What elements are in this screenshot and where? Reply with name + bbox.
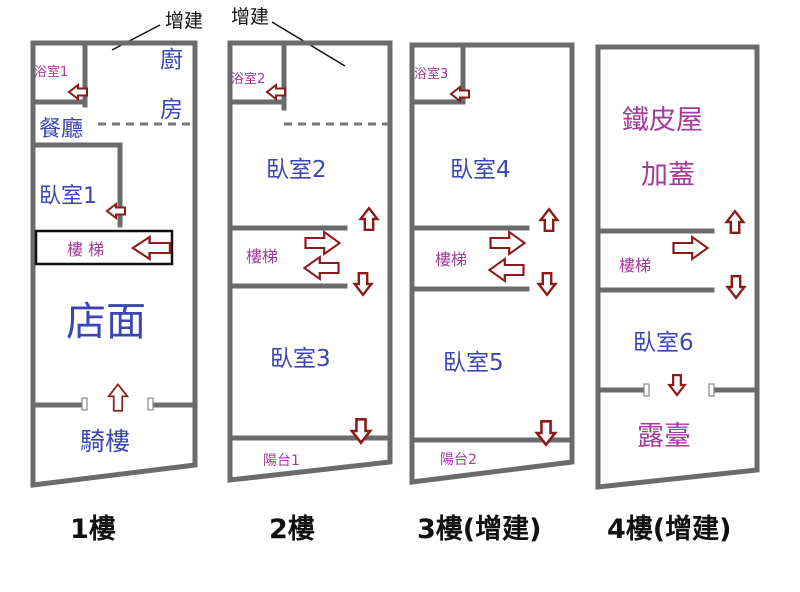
door-post: [643, 383, 650, 397]
addition-label-2: 增建: [231, 6, 269, 28]
arrow-up-icon: [107, 383, 129, 412]
room-label-shop: 店面: [66, 299, 146, 345]
room-label-balcony-2: 陽台2: [440, 452, 477, 468]
room-label-kitchen-2: 房: [160, 97, 183, 123]
room-label-bath-1: 浴室1: [34, 64, 68, 80]
arrow-left-icon: [303, 255, 340, 281]
arrow-right-icon: [304, 230, 341, 256]
arrow-down-icon: [353, 272, 373, 296]
room-label-bath-2: 浴室2: [231, 71, 265, 87]
arrow-left-icon: [488, 257, 525, 283]
arrow-up-icon: [539, 207, 559, 233]
bedroom-1-walls: [30, 142, 123, 228]
door-post: [81, 397, 88, 411]
floor-3-outline: [409, 42, 575, 485]
floor-2-outline: [227, 40, 393, 483]
floor-1-outline: [30, 40, 198, 488]
floor-1-plan: 浴室1 廚 房 餐廳 臥室1 樓 梯 店面 騎樓: [30, 40, 198, 488]
room-label-stairs: 樓 梯: [67, 240, 104, 259]
room-label-bedroom-4: 臥室4: [450, 157, 511, 183]
room-label-bath-3: 浴室3: [414, 66, 448, 82]
door-post: [147, 397, 154, 411]
room-label-bedroom-1: 臥室1: [39, 184, 97, 209]
room-label-stairs: 樓梯: [619, 256, 651, 275]
room-label-bedroom-5: 臥室5: [443, 350, 504, 376]
addition-pointer-1: [111, 24, 161, 51]
room-label-bedroom-2: 臥室2: [266, 157, 327, 183]
arrow-right-icon: [672, 235, 709, 261]
room-label-bedroom-3: 臥室3: [270, 346, 331, 372]
arrow-right-icon: [489, 230, 526, 256]
floor-4-plan: 鐵皮屋 加蓋 樓梯 臥室6 露臺: [595, 44, 760, 490]
arrow-left-icon: [450, 86, 470, 102]
room-label-arcade: 騎樓: [80, 427, 130, 456]
arrow-down-icon: [726, 275, 746, 299]
floor-2-caption: 2樓: [269, 514, 315, 545]
arrow-down-icon: [668, 374, 686, 396]
bath-3-walls: [409, 42, 466, 105]
addition-label-1: 增建: [165, 10, 203, 32]
room-label-shed-2: 加蓋: [641, 160, 695, 191]
room-label-stairs: 樓梯: [435, 250, 467, 269]
room-label-kitchen: 廚: [160, 47, 183, 73]
floor-4-walls: [595, 228, 760, 393]
arrow-up-icon: [359, 206, 379, 232]
floor-3-plan: 浴室3 臥室4 樓梯 臥室5 陽台2: [409, 42, 575, 485]
arrow-left-icon: [131, 235, 172, 261]
floor-2-plan: 浴室2 臥室2 樓梯 臥室3 陽台1: [227, 40, 393, 483]
room-label-shed: 鐵皮屋: [622, 105, 703, 136]
room-label-terrace: 露臺: [637, 421, 691, 452]
stairs-box: [34, 229, 174, 266]
floor-4-outline: [595, 44, 760, 490]
bath-2-walls: [227, 40, 287, 111]
floor-4-caption: 4樓(增建): [607, 513, 731, 545]
floor-1-caption: 1樓: [70, 514, 116, 545]
room-label-balcony-1: 陽台1: [263, 453, 300, 469]
room-label-stairs: 樓梯: [246, 247, 278, 266]
room-label-dining: 餐廳: [39, 117, 83, 142]
door-post: [708, 383, 715, 397]
room-label-bedroom-6: 臥室6: [633, 330, 694, 356]
arrow-up-icon: [725, 209, 745, 235]
arrow-down-icon: [537, 272, 557, 296]
floor-3-caption: 3樓(增建): [417, 513, 541, 545]
